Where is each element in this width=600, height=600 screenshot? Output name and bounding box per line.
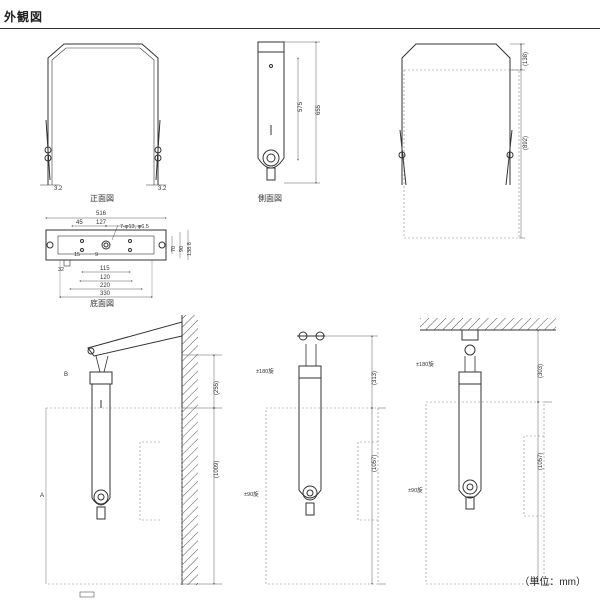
front-dim-right: 3.2 xyxy=(158,186,167,192)
bottom-hole-label: 7-φ13, φ6.5 xyxy=(120,224,149,230)
ceiling-dim-1057: (1057) xyxy=(538,453,544,470)
wall-mount-view xyxy=(45,315,222,585)
front-dim-left: 3.2 xyxy=(54,186,63,192)
bottom-dim-330: 330 xyxy=(100,291,111,297)
wall-dim-1009: (1009) xyxy=(214,461,220,478)
front-view xyxy=(40,43,166,186)
bottom-dim-32: 32 xyxy=(58,267,64,273)
ceiling-mount-view xyxy=(420,318,556,585)
wall-dim-255: (255) xyxy=(214,381,220,395)
bottom-dim-45: 45 xyxy=(76,220,83,226)
bottom-dim-220: 220 xyxy=(100,283,111,289)
wall-label-b: B xyxy=(64,372,68,378)
technical-drawing: 3.2 3.2 正面図 575 655 側面図 (138) (892) xyxy=(40,41,556,598)
bottom-dim-115: 115 xyxy=(100,266,110,272)
bottom-dim-516: 516 xyxy=(96,211,107,217)
outline-dim-138: (138) xyxy=(523,52,529,66)
ceiling-angle-bottom: ±90旋 xyxy=(408,486,423,494)
front-view-caption: 正面図 xyxy=(90,194,114,203)
pipe-dim-1057: (1057) xyxy=(372,455,378,472)
bottom-dim-70: 70 xyxy=(171,246,177,252)
side-dim-655: 655 xyxy=(316,104,322,115)
front-right-bracket xyxy=(154,119,162,181)
side-view-caption: 側面図 xyxy=(258,193,282,203)
bottom-dim-90: 90 xyxy=(179,246,185,252)
pipe-angle-bottom: ±90旋 xyxy=(244,490,259,498)
bottom-dim-127: 127 xyxy=(96,220,107,226)
header-rule xyxy=(0,28,600,29)
bottom-view xyxy=(45,217,189,298)
bottom-view-caption: 底面図 xyxy=(90,298,114,308)
unit-note: （単位：mm） xyxy=(519,577,586,588)
pipe-angle-top: ±180旋 xyxy=(256,367,274,375)
pipe-dim-313: (313) xyxy=(372,371,378,385)
side-dim-575: 575 xyxy=(298,101,304,112)
outline-dim-892: (892) xyxy=(523,136,529,150)
bottom-dim-138-8: 138.8 xyxy=(187,242,193,256)
small-scale-box xyxy=(79,591,95,598)
page-title: 外観図 xyxy=(4,10,44,24)
ceiling-dim-303: (303) xyxy=(538,364,544,378)
header-bar: 外観図 xyxy=(0,0,600,30)
ceiling-angle-top: ±180旋 xyxy=(416,360,434,368)
bottom-dim-120: 120 xyxy=(100,275,111,281)
outline-view xyxy=(398,43,525,239)
wall-label-a: A xyxy=(40,493,44,499)
pipe-mount-view xyxy=(265,331,386,585)
side-view xyxy=(257,41,320,184)
bottom-dim-9: 9 xyxy=(95,252,98,258)
bottom-dim-15: 15 xyxy=(74,252,80,258)
front-left-bracket xyxy=(44,119,52,181)
